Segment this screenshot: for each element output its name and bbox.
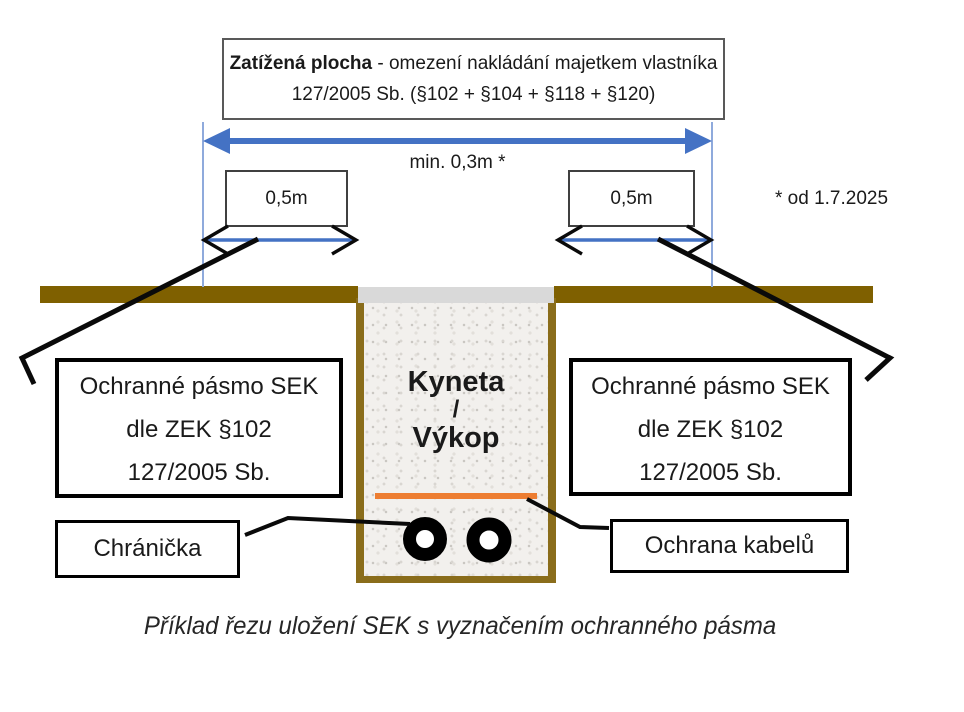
- span-arrow-head-right: [685, 128, 712, 154]
- trench-top-strip: [358, 287, 554, 303]
- zone-right-line2: dle ZEK §102: [637, 416, 784, 443]
- right-offset-arrow-head-left: [554, 224, 583, 256]
- zone-left-line1: Ochranné pásmo SEK: [79, 373, 319, 400]
- header-title-bold: Zatížená plocha: [229, 53, 373, 74]
- right-offset-box: 0,5m: [568, 170, 695, 227]
- trench-label-line1: Kyneta: [407, 366, 505, 398]
- zone-left-line3: 127/2005 Sb.: [127, 459, 271, 486]
- conduit-label-box: Chránička: [55, 520, 240, 578]
- trench-label-separator: /: [452, 396, 460, 423]
- left-offset-arrow-head-right: [331, 224, 360, 256]
- zone-left-line2: dle ZEK §102: [126, 416, 272, 443]
- zone-right-line3: 127/2005 Sb.: [639, 459, 782, 486]
- span-dimension-label: min. 0,3m *: [409, 152, 506, 173]
- zone-right-line1: Ochranné pásmo SEK: [591, 373, 830, 400]
- right-offset-arrow-head-right: [686, 224, 715, 256]
- protection-zone-box-left: Ochranné pásmo SEK dle ZEK §102 127/2005…: [55, 358, 343, 498]
- protection-zone-box-right: Ochranné pásmo SEK dle ZEK §102 127/2005…: [569, 358, 852, 496]
- header-line2: 127/2005 Sb. (§102 + §104 + §118 + §120): [291, 84, 656, 105]
- header-title-rest: - omezení nakládání majetkem vlastníka: [372, 53, 718, 74]
- trench-label-line2: Výkop: [412, 422, 500, 454]
- cable-protection-label-box: Ochrana kabelů: [610, 519, 849, 573]
- left-offset-arrow-head-left: [200, 224, 229, 256]
- header-box: Zatížená plocha - omezení nakládání maje…: [222, 38, 725, 120]
- ground-bar-right: [554, 286, 873, 303]
- ground-bar-left: [40, 286, 358, 303]
- header-line1: Zatížená plocha - omezení nakládání maje…: [224, 48, 723, 79]
- left-offset-box: 0,5m: [225, 170, 348, 227]
- trench-label: Kyneta / Výkop: [364, 366, 548, 454]
- span-arrow-head-left: [203, 128, 230, 154]
- date-footnote: * od 1.7.2025: [775, 188, 889, 209]
- figure-caption: Příklad řezu uložení SEK s vyznačením oc…: [143, 612, 777, 640]
